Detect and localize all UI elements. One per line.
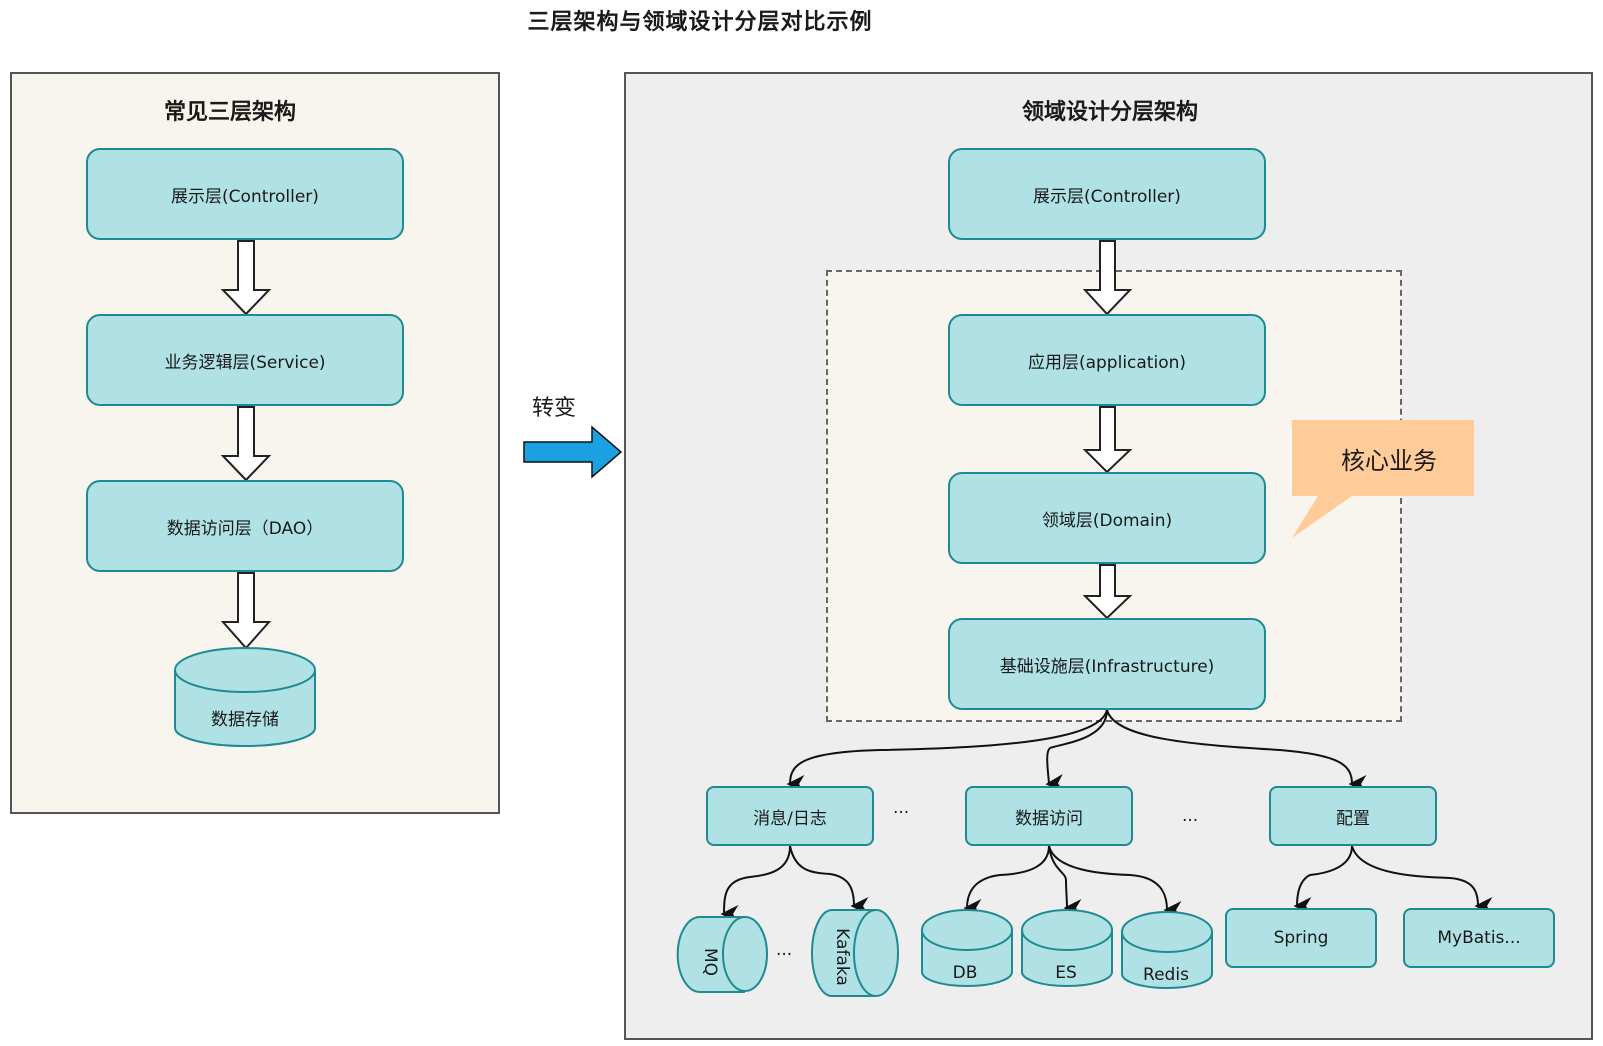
diagram-title: 三层架构与领域设计分层对比示例 [527, 10, 873, 35]
kafka-label: Kafaka [832, 928, 852, 986]
storage-label: 数据存储 [211, 709, 279, 730]
item-label: MyBatis... [1437, 928, 1521, 948]
db-label: DB [952, 963, 978, 983]
application-layer[interactable]: 应用层(application) [948, 314, 1266, 406]
config-spring[interactable]: Spring [1225, 908, 1377, 968]
core-business-callout-text: 核心业务 [1341, 446, 1437, 475]
left-dao-layer[interactable]: 数据访问层（DAO） [86, 480, 404, 572]
module-messaging-log[interactable]: 消息/日志 [706, 786, 874, 846]
es-label: ES [1055, 963, 1077, 983]
transition-arrow-icon [523, 425, 623, 479]
transition-label: 转变 [532, 396, 577, 421]
domain-layer[interactable]: 领域层(Domain) [948, 472, 1266, 564]
right-controller-layer[interactable]: 展示层(Controller) [948, 148, 1266, 240]
module-label: 数据访问 [1015, 808, 1083, 829]
redis-label: Redis [1143, 965, 1189, 985]
layer-label: 展示层(Controller) [171, 186, 319, 207]
module-label: 配置 [1336, 808, 1370, 829]
item-label: Spring [1273, 928, 1329, 948]
config-mybatis[interactable]: MyBatis... [1403, 908, 1555, 968]
mq-label: MQ [700, 947, 720, 977]
module-label: 消息/日志 [753, 808, 827, 829]
module-config[interactable]: 配置 [1269, 786, 1437, 846]
domain-design-heading: 领域设计分层架构 [1021, 100, 1198, 125]
layer-label: 业务逻辑层(Service) [164, 352, 326, 373]
left-service-layer[interactable]: 业务逻辑层(Service) [86, 314, 404, 406]
layer-label: 数据访问层（DAO） [166, 518, 324, 539]
module-data-access[interactable]: 数据访问 [965, 786, 1133, 846]
ellipsis-modules-1: ... [893, 798, 910, 818]
infrastructure-layer[interactable]: 基础设施层(Infrastructure) [948, 618, 1266, 710]
layer-label: 展示层(Controller) [1033, 186, 1181, 207]
layer-label: 领域层(Domain) [1041, 510, 1173, 531]
left-controller-layer[interactable]: 展示层(Controller) [86, 148, 404, 240]
three-tier-heading: 常见三层架构 [163, 100, 296, 125]
ellipsis-messaging: ... [776, 940, 793, 960]
ellipsis-modules-2: ... [1182, 806, 1199, 826]
layer-label: 应用层(application) [1027, 352, 1187, 373]
layer-label: 基础设施层(Infrastructure) [999, 656, 1215, 677]
